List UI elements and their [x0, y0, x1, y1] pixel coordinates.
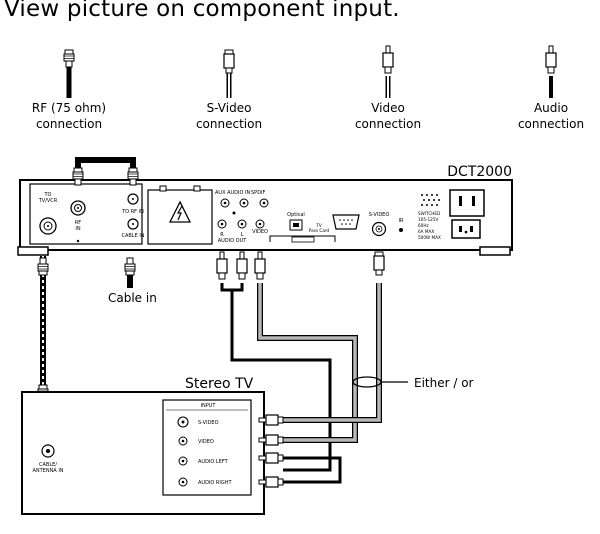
tv-input-audio-left: AUDIO LEFT: [198, 459, 229, 465]
serial-port: [332, 214, 360, 230]
tv-input-video: VIDEO: [198, 439, 214, 445]
to-rf-in-label: TO RF IN: [121, 209, 144, 215]
tv-antenna-label-2: ANTENNA IN: [32, 468, 63, 474]
rf-out-jack: [39, 217, 57, 235]
svideo-plug-icon: [223, 49, 235, 98]
optical-label: Optical: [287, 212, 305, 218]
legend-svideo-line2: connection: [196, 117, 262, 131]
audio-r-label: R: [220, 232, 224, 238]
aux-audio-in-label: AUX AUDIO IN: [215, 190, 250, 196]
spdif-label: SPDIF: [251, 190, 266, 196]
legend-rf-line1: RF (75 ohm): [32, 101, 106, 115]
rf-in-label-1: RF: [75, 220, 81, 226]
tv-input-header: INPUT: [201, 403, 217, 409]
rca-plug-icon-video: [382, 45, 394, 98]
legend: RF (75 ohm) connection S-Video connectio…: [32, 45, 584, 131]
power-inlet: [451, 219, 481, 239]
rca-plug-icon-audio: [545, 45, 557, 98]
tv-antenna-jack: [41, 444, 55, 458]
cable-in-port-label: CABLE IN: [121, 233, 144, 239]
power-spec-4: 6A MAX: [418, 229, 434, 234]
power-spec-2: 105-125V: [418, 217, 438, 222]
pass-card-label: Pass Card: [309, 228, 330, 233]
video-out-label: VIDEO: [252, 229, 268, 235]
cable-in-jack: [127, 218, 139, 230]
ac-outlet: [449, 189, 485, 217]
ir-label: IR: [399, 218, 404, 224]
f-connector-icon: [63, 49, 75, 98]
tv-title: Stereo TV: [185, 376, 254, 392]
receiver-plugs: [216, 251, 385, 280]
to-tv-vcr-jack: [70, 200, 86, 216]
legend-video-line1: Video: [371, 101, 405, 115]
svideo-out-jack: [371, 221, 387, 237]
vent-holes: [421, 194, 440, 206]
to-tv-vcr-label-2: TV/VCR: [38, 198, 58, 204]
tv-input-svideo: S-VIDEO: [198, 420, 219, 426]
audio-l-label: L: [241, 232, 244, 238]
to-rf-in-jack: [127, 193, 139, 205]
power-spec-3: 60Hz: [418, 223, 429, 228]
legend-audio-line2: connection: [518, 117, 584, 131]
tv-input-audio-right: AUDIO RIGHT: [198, 480, 233, 486]
warning-icon: [168, 200, 192, 223]
legend-svideo-line1: S-Video: [207, 101, 252, 115]
tv-label: TV: [315, 223, 322, 228]
either-or-label: Either / or: [414, 376, 474, 390]
receiver-model: DCT2000: [447, 164, 512, 180]
legend-video-line2: connection: [355, 117, 421, 131]
stereo-tv: Stereo TV INPUT S-VIDEO VIDEO AUDIO LEFT…: [21, 376, 265, 515]
page-title: View picture on component input.: [4, 0, 400, 22]
tv-antenna-label-1: CABLE/: [39, 462, 57, 468]
legend-audio-line1: Audio: [534, 101, 568, 115]
svideo-plug-icon-receiver: [373, 251, 385, 276]
svideo-out-label: S-VIDEO: [369, 212, 390, 218]
cable-in-label: Cable in: [108, 291, 157, 305]
rf-in-label-2: IN: [75, 226, 80, 232]
audio-out-label: AUDIO OUT: [218, 238, 248, 244]
to-tv-vcr-label-1: TO: [44, 192, 52, 198]
receiver-dct2000: DCT2000 TO TV/VCR RF IN TO RF IN CABLE I…: [17, 164, 513, 256]
power-spec-1: SWITCHED: [418, 211, 440, 216]
power-spec-5: 500W MAX: [418, 235, 441, 240]
legend-rf-line2: connection: [36, 117, 102, 131]
tv-svideo-jack: [177, 416, 189, 428]
